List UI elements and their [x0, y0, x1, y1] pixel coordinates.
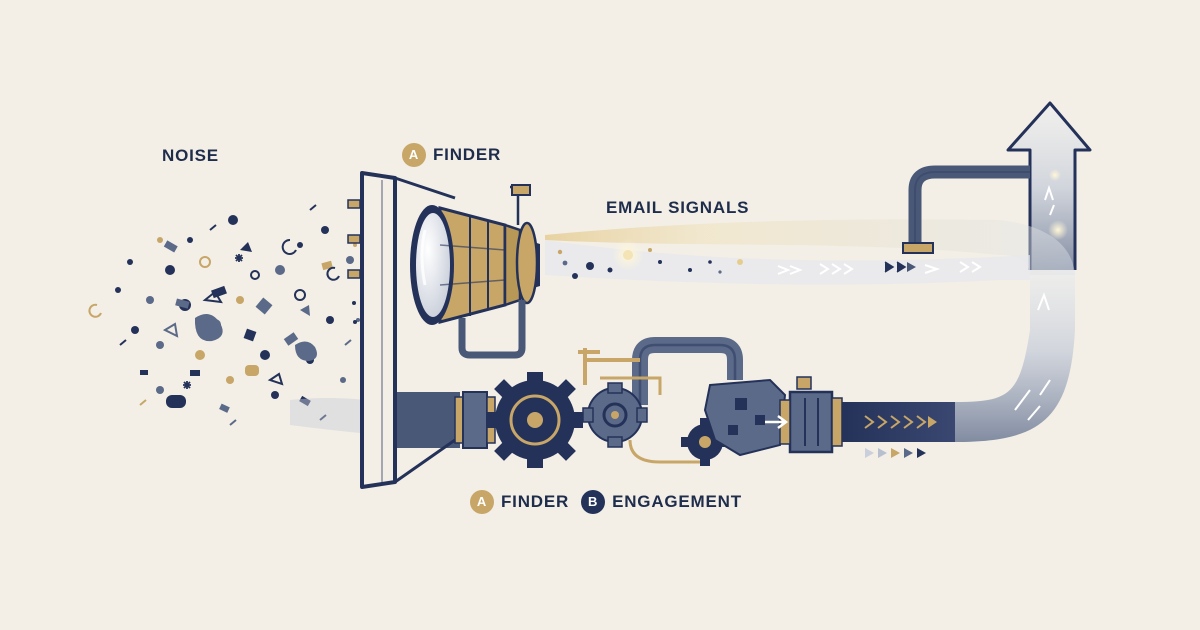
email-signals-label-text: EMAIL SIGNALS [606, 198, 750, 217]
flow-chevrons [864, 415, 937, 458]
up-arrow-icon [1006, 101, 1092, 421]
gear-icon [582, 382, 648, 448]
noise-label: NOISE [162, 146, 219, 166]
gear-machine [487, 337, 843, 468]
finder-label-top: A FINDER [402, 143, 501, 167]
finder-badge: A [470, 490, 494, 514]
engagement-badge: B [581, 490, 606, 514]
finder-label-text: FINDER [501, 492, 570, 511]
email-signals-label: EMAIL SIGNALS [606, 198, 749, 218]
funnel-screen [347, 171, 456, 489]
signal-stream [545, 165, 1075, 285]
gear-icon [487, 372, 583, 468]
noise-label-text: NOISE [162, 146, 219, 165]
lower-pipe [290, 260, 1075, 449]
engagement-label-text: ENGAGEMENT [612, 492, 742, 511]
finder-label-text: FINDER [433, 145, 502, 164]
gear-icon [703, 378, 787, 457]
finder-badge: A [402, 143, 426, 167]
noise-particles [88, 204, 372, 426]
lens-filter [410, 184, 540, 359]
bottom-legend: A FINDER B ENGAGEMENT [470, 490, 742, 514]
